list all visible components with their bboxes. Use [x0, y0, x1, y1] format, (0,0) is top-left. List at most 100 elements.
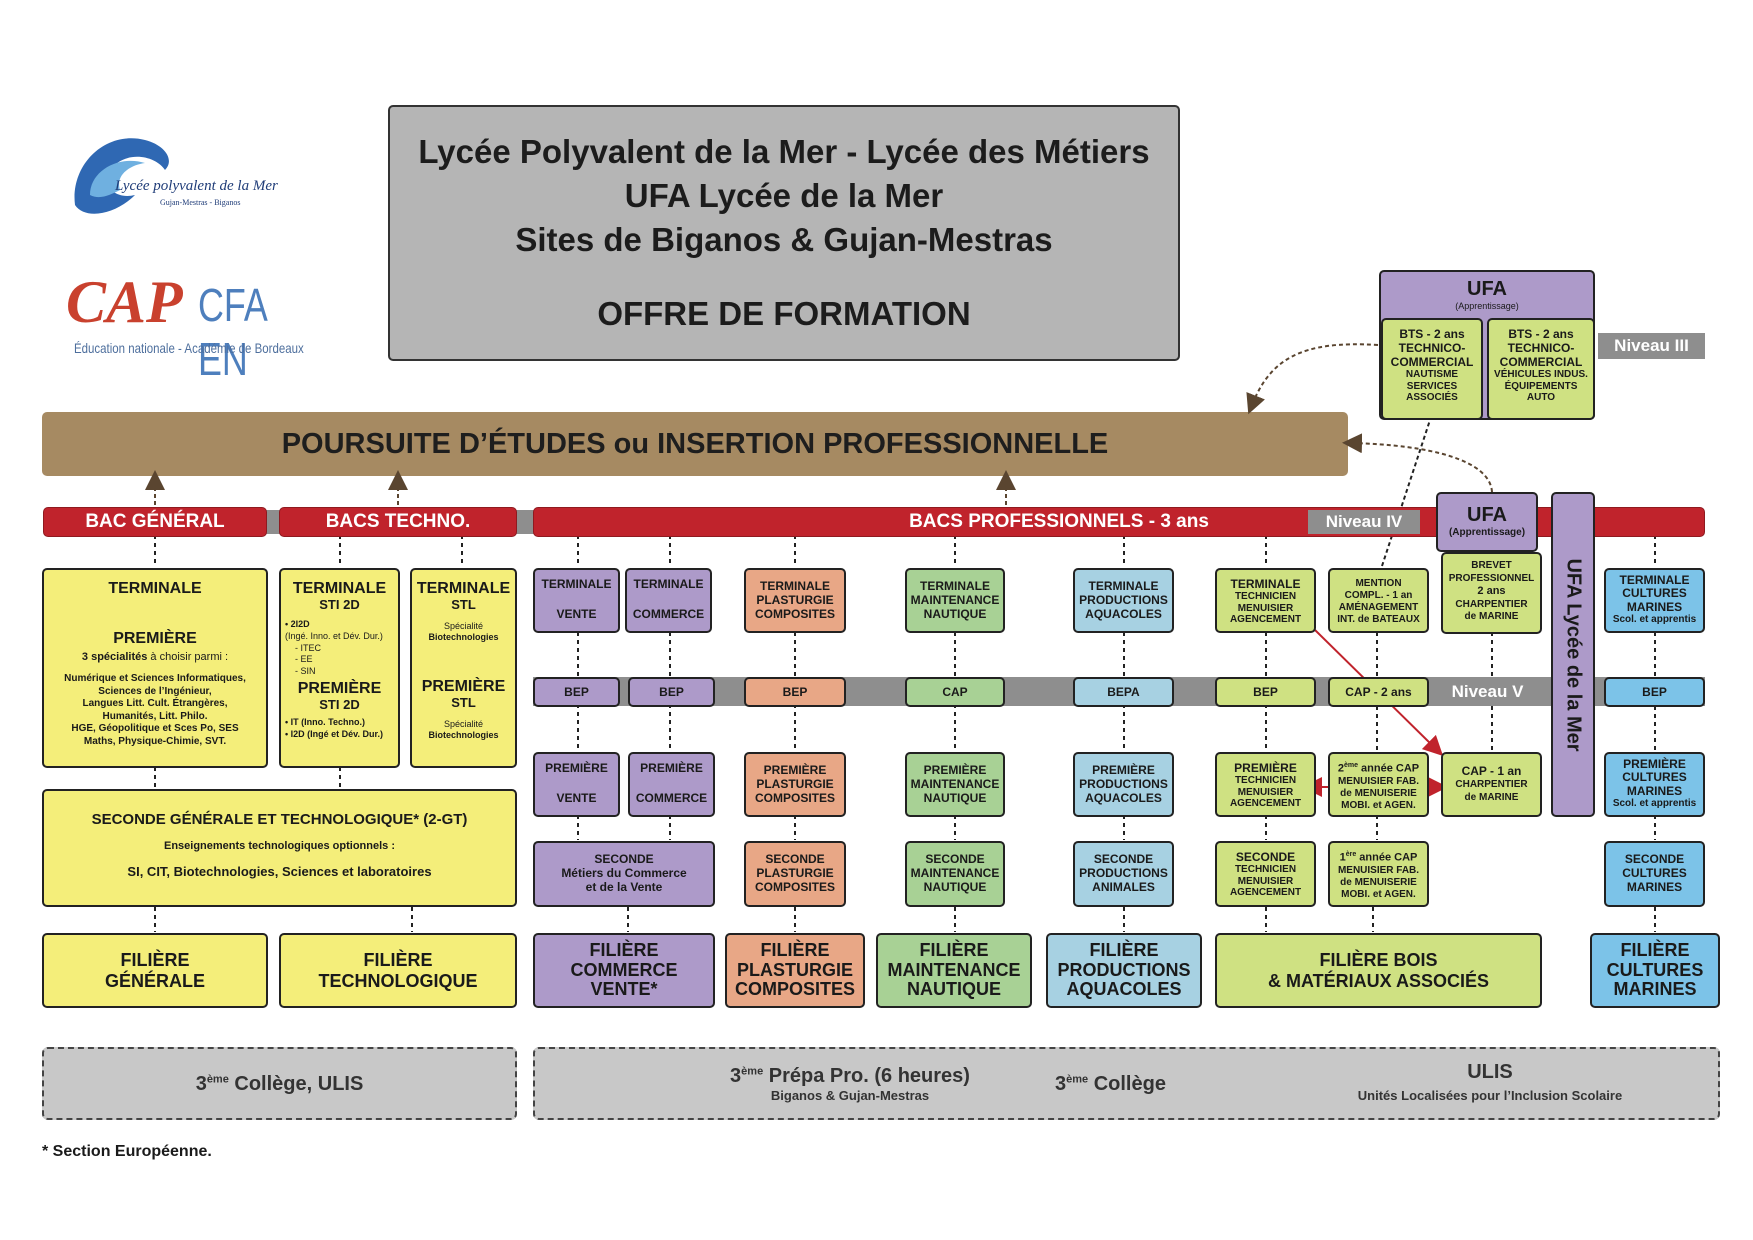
bts2-l2: TECHNICO- — [1507, 340, 1575, 355]
bs2: TECHNICIEN — [1234, 864, 1297, 876]
filiere-plasturgie[interactable]: FILIÈRE PLASTURGIE COMPOSITES — [725, 933, 865, 1008]
filiere-techno-l1: FILIÈRE — [363, 949, 433, 970]
bc2-line1: 2ème année CAP — [1330, 762, 1427, 776]
bc1a: 1 — [1339, 851, 1346, 864]
commerce-seconde[interactable]: SECONDE Métiers du Commerce et de la Ven… — [533, 841, 715, 907]
maintenance-terminale[interactable]: TERMINALE MAINTENANCE NAUTIQUE — [905, 568, 1005, 633]
general-list-4: Humanités, Litt. Philo. — [102, 710, 208, 722]
bar-gap-2 — [516, 510, 534, 534]
bts2-l1: BTS - 2 ans — [1508, 327, 1574, 341]
sti-box[interactable]: TERMINALE STI 2D • 2I2D (Ingé. Inno. et … — [279, 568, 400, 768]
sti-b: (Ingé. Inno. et Dév. Dur.) — [285, 631, 383, 642]
ct1b: VENTE — [556, 606, 597, 621]
bois-brevet[interactable]: BREVET PROFESSIONNEL 2 ans CHARPENTIER d… — [1441, 552, 1542, 634]
fp-num: 3 — [730, 1065, 742, 1087]
bois-bep[interactable]: BEP — [1215, 677, 1316, 707]
bcap1c: de MARINE — [1464, 791, 1519, 803]
aquacoles-bepa[interactable]: BEPA — [1073, 677, 1174, 707]
cp2: PREMIÈRE — [640, 761, 703, 775]
bts-nautisme[interactable]: BTS - 2 ans TECHNICO- COMMERCIAL NAUTISM… — [1381, 318, 1483, 420]
fl-num: 3 — [195, 1073, 207, 1095]
commerce-bep-2[interactable]: BEP — [628, 677, 715, 707]
bcap1: CAP - 1 an — [1461, 764, 1522, 778]
marines-bep[interactable]: BEP — [1604, 677, 1705, 707]
bois-cap-2ans[interactable]: CAP - 2 ans — [1328, 677, 1429, 707]
bc1e: MOBI. et AGEN. — [1341, 888, 1416, 900]
maintenance-seconde[interactable]: SECONDE MAINTENANCE NAUTIQUE — [905, 841, 1005, 907]
plasturgie-terminale[interactable]: TERMINALE PLASTURGIE COMPOSITES — [744, 568, 846, 633]
fc3: VENTE* — [590, 979, 658, 1000]
maintenance-premiere[interactable]: PREMIÈRE MAINTENANCE NAUTIQUE — [905, 752, 1005, 817]
stl-box[interactable]: TERMINALE STL Spécialité Biotechnologies… — [410, 568, 517, 768]
bts2-l4: VÉHICULES INDUS. — [1494, 369, 1588, 381]
filiere-maintenance[interactable]: FILIÈRE MAINTENANCE NAUTIQUE — [876, 933, 1032, 1008]
seconde-gt-box[interactable]: SECONDE GÉNÉRALE ET TECHNOLOGIQUE* (2-GT… — [42, 789, 517, 907]
bts2-l6: AUTO — [1526, 392, 1556, 404]
commerce-premiere-vente[interactable]: PREMIÈRE VENTE — [533, 752, 620, 817]
filiere-commerce[interactable]: FILIÈRE COMMERCE VENTE* — [533, 933, 715, 1008]
bc2e: MOBI. et AGEN. — [1341, 799, 1416, 811]
commerce-terminale-vente[interactable]: TERMINALE VENTE — [533, 568, 620, 633]
bois-terminale[interactable]: TERMINALE TECHNICIEN MENUISIER AGENCEMEN… — [1215, 568, 1316, 633]
filiere-marines[interactable]: FILIÈRE CULTURES MARINES — [1590, 933, 1720, 1008]
bc2d: de MENUISERIE — [1340, 787, 1417, 799]
mp3: NAUTIQUE — [923, 790, 987, 805]
commerce-premiere-commerce[interactable]: PREMIÈRE COMMERCE — [628, 752, 715, 817]
bois-cap-1ere[interactable]: 1ère année CAP MENUISIER FAB. de MENUISE… — [1328, 841, 1429, 907]
ms2: MAINTENANCE — [910, 865, 1000, 880]
bois-cap-1an[interactable]: CAP - 1 an CHARPENTIER de MARINE — [1441, 752, 1542, 817]
bois-premiere[interactable]: PREMIÈRE TECHNICIEN MENUISIER AGENCEMENT — [1215, 752, 1316, 817]
aquacoles-premiere[interactable]: PREMIÈRE PRODUCTIONS AQUACOLES — [1073, 752, 1174, 817]
bois-mention[interactable]: MENTION COMPL. - 1 an AMÉNAGEMENT INT. d… — [1328, 568, 1429, 633]
mrt3: MARINES — [1626, 599, 1683, 614]
bts1-l3: COMMERCIAL — [1390, 354, 1474, 369]
plasturgie-bep[interactable]: BEP — [744, 677, 846, 707]
stl-s1: Spécialité — [443, 621, 484, 632]
fl-txt: Collège, ULIS — [228, 1073, 364, 1095]
arrow-bts-to-banner — [1246, 343, 1379, 415]
bc1sup: ère — [1345, 851, 1357, 858]
fa2: PRODUCTIONS — [1057, 959, 1191, 980]
bois-seconde[interactable]: SECONDE TECHNICIEN MENUISIER AGENCEMENT — [1215, 841, 1316, 907]
fp2: PLASTURGIE — [736, 959, 853, 980]
bm2: COMPL. - 1 an — [1344, 590, 1413, 601]
stl-s2: Biotechnologies — [428, 631, 499, 642]
bp4: AGENCEMENT — [1229, 797, 1302, 809]
aquacoles-terminale[interactable]: TERMINALE PRODUCTIONS AQUACOLES — [1073, 568, 1174, 633]
plasturgie-seconde[interactable]: SECONDE PLASTURGIE COMPOSITES — [744, 841, 846, 907]
footer-ulis: ULIS Unités Localisées pour l’Inclusion … — [1335, 1061, 1645, 1103]
wave-icon — [74, 138, 169, 214]
commerce-terminale-commerce[interactable]: TERMINALE COMMERCE — [625, 568, 712, 633]
stl-p2: Biotechnologies — [428, 729, 499, 740]
header-line2: UFA Lycée de la Mer — [624, 177, 944, 214]
general-list-1: Numérique et Sciences Informatiques, — [64, 673, 246, 685]
general-spec: 3 spécialités à choisir parmi : — [44, 651, 266, 664]
bts-vehicules[interactable]: BTS - 2 ans TECHNICO- COMMERCIAL VÉHICUL… — [1487, 318, 1595, 420]
commerce-bep-1[interactable]: BEP — [533, 677, 620, 707]
maintenance-cap[interactable]: CAP — [905, 677, 1005, 707]
filiere-bois[interactable]: FILIÈRE BOIS & MATÉRIAUX ASSOCIÉS — [1215, 933, 1542, 1008]
fm2: MAINTENANCE — [887, 959, 1021, 980]
header-line1: Lycée Polyvalent de la Mer - Lycée des M… — [418, 133, 1150, 170]
plasturgie-premiere[interactable]: PREMIÈRE PLASTURGIE COMPOSITES — [744, 752, 846, 817]
ps2: PLASTURGIE — [756, 865, 834, 880]
filiere-technologique[interactable]: FILIÈRE TECHNOLOGIQUE — [279, 933, 517, 1008]
marines-terminale[interactable]: TERMINALE CULTURES MARINES Scol. et appr… — [1604, 568, 1705, 633]
general-terminale-premiere[interactable]: TERMINALE PREMIÈRE 3 spécialités à chois… — [42, 568, 268, 768]
bois-cap-2eme[interactable]: 2ème année CAP MENUISIER FAB. de MENUISE… — [1328, 752, 1429, 817]
marines-seconde[interactable]: SECONDE CULTURES MARINES — [1604, 841, 1705, 907]
stl-sub: STL — [451, 597, 476, 613]
pp3: COMPOSITES — [754, 790, 835, 805]
filiere-aquacoles[interactable]: FILIÈRE PRODUCTIONS AQUACOLES — [1046, 933, 1202, 1008]
sti-details: • 2I2D (Ingé. Inno. et Dév. Dur.) - ITEC… — [281, 619, 398, 677]
marines-premiere[interactable]: PREMIÈRE CULTURES MARINES Scol. et appre… — [1604, 752, 1705, 817]
fc-sup: ème — [1066, 1073, 1089, 1086]
aquacoles-seconde[interactable]: SECONDE PRODUCTIONS ANIMALES — [1073, 841, 1174, 907]
bc1-line1: 1ère année CAP — [1330, 851, 1427, 865]
filiere-generale[interactable]: FILIÈRE GÉNÉRALE — [42, 933, 268, 1008]
mrt2: CULTURES — [1622, 586, 1687, 601]
niveau-3-label: Niveau III — [1598, 333, 1705, 359]
mrs1: SECONDE — [1624, 852, 1685, 866]
bc1d: de MENUISERIE — [1340, 876, 1417, 888]
seconde-gt-opt2: SI, CIT, Biotechnologies, Sciences et la… — [127, 863, 432, 879]
